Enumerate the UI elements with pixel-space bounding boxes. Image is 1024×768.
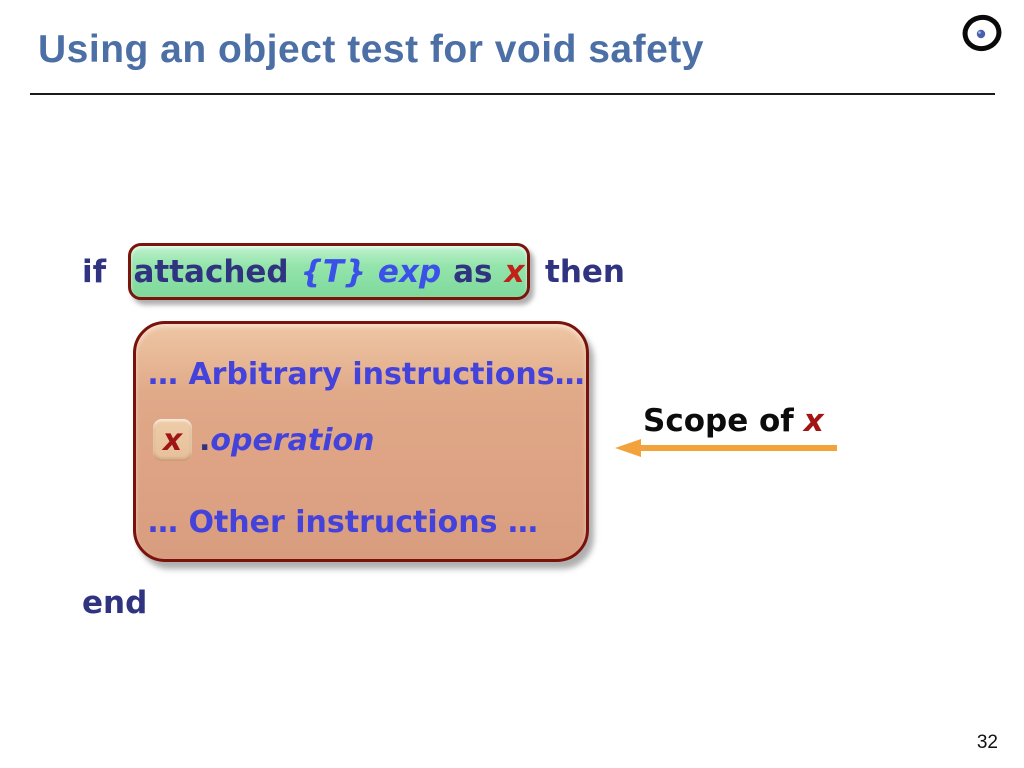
object-test-box: attached {T} exp as x	[128, 243, 530, 300]
scope-arrow-icon	[615, 439, 837, 457]
operation-call-line: x . operation	[153, 419, 374, 461]
type-token: {T}	[300, 253, 366, 290]
slide-title: Using an object test for void safety	[38, 28, 704, 71]
operation-token: operation	[210, 422, 375, 458]
dot-token: .	[199, 422, 211, 458]
scope-annotation-x: x	[803, 403, 824, 439]
keyword-then: then	[545, 254, 625, 290]
page-number: 32	[976, 732, 998, 753]
x-chip: x	[153, 419, 192, 461]
keyword-end: end	[82, 585, 148, 621]
scope-body-box: … Arbitrary instructions… x . operation …	[133, 321, 589, 562]
keyword-as: as	[453, 253, 493, 290]
keyword-attached: attached	[133, 253, 289, 290]
scope-annotation-label: Scope of	[643, 403, 794, 439]
title-divider	[30, 93, 995, 95]
other-instructions-line: … Other instructions …	[148, 505, 538, 540]
eiffel-eye-logo-icon	[962, 14, 1002, 52]
exp-token: exp	[377, 253, 442, 290]
keyword-if: if	[82, 254, 107, 290]
x-token: x	[504, 253, 525, 290]
arbitrary-instructions-line: … Arbitrary instructions…	[148, 357, 585, 392]
